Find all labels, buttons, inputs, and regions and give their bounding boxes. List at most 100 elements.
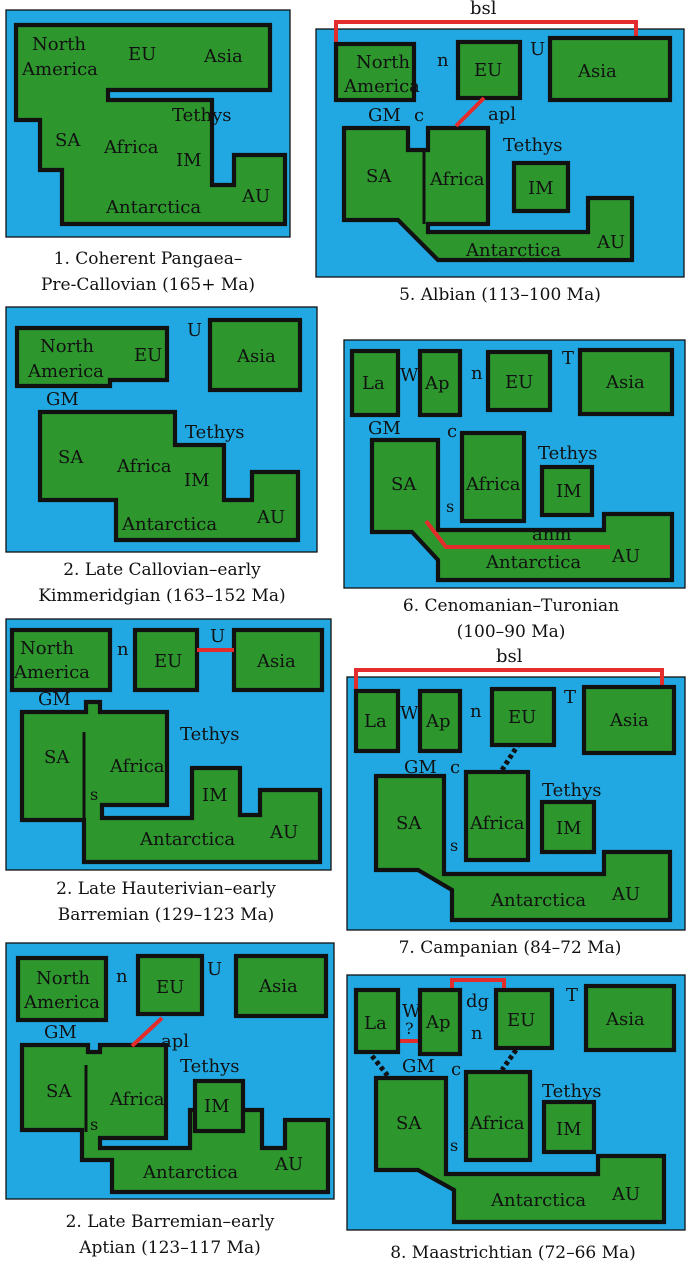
label-africa: Africa	[469, 1113, 525, 1134]
caption-line1: 6. Cenomanian–Turonian	[403, 596, 619, 616]
label-u: U	[187, 320, 202, 341]
label-africa: Africa	[469, 813, 525, 834]
im-landmass	[539, 464, 595, 518]
label-n: n	[470, 701, 482, 722]
label-eu: EU	[134, 345, 162, 366]
label-s: s	[90, 1115, 98, 1134]
caption-line2: Kimmeridgian (163–152 Ma)	[38, 586, 285, 606]
caption-line1: 1. Coherent Pangaea–	[54, 249, 243, 269]
eu-landmass	[485, 349, 553, 413]
label-n: n	[471, 363, 483, 384]
caption-line2: (100–90 Ma)	[457, 622, 566, 642]
caption-line2: Pre-Callovian (165+ Ma)	[41, 275, 255, 295]
label-america: America	[27, 361, 104, 382]
label-antarctica: Antarctica	[142, 1162, 238, 1183]
label-asia: Asia	[577, 61, 617, 82]
label-question-mark: ?	[405, 1019, 414, 1038]
label-north: North	[32, 34, 86, 55]
south-america-antarctica-landmass	[373, 773, 673, 923]
dg-connection-bracket	[450, 978, 506, 988]
im-landmass	[192, 1078, 246, 1134]
label-asia: Asia	[256, 651, 296, 672]
label-north: North	[20, 638, 74, 659]
label-w: W	[400, 365, 419, 386]
label-t: T	[562, 348, 574, 369]
label-gm: GM	[368, 418, 401, 439]
label-s: s	[90, 785, 98, 804]
label-u: U	[207, 959, 222, 980]
label-eu: EU	[507, 1010, 535, 1031]
asia-landmass	[577, 347, 675, 417]
label-africa: Africa	[109, 756, 165, 777]
north-america-eu-landmass	[14, 325, 170, 389]
label-s: s	[450, 836, 458, 855]
label-bsl: bsl	[496, 646, 523, 667]
ap-landmass	[417, 348, 463, 418]
label-eu: EU	[505, 372, 533, 393]
label-asia: Asia	[258, 976, 298, 997]
label-au: AU	[274, 1154, 303, 1175]
ap-landmass	[417, 987, 463, 1057]
eu-landmass	[493, 987, 555, 1051]
label-tethys: Tethys	[185, 422, 245, 443]
label-im: IM	[528, 178, 554, 199]
label-n: n	[471, 1023, 483, 1044]
caption-line1: 2. Late Callovian–early	[63, 560, 261, 580]
caption-line2: Aptian (123–117 Ma)	[78, 1238, 261, 1258]
north-america-landmass	[9, 627, 113, 693]
label-antarctica: Antarctica	[121, 514, 217, 535]
label-t: T	[566, 985, 578, 1006]
label-gm: GM	[368, 105, 401, 126]
gondwana-landmass	[37, 409, 301, 543]
label-s: s	[446, 497, 454, 516]
label-n: n	[437, 50, 449, 71]
panel-8-maastrichtian: La W ? Ap dg n EU T Asia GM c Tethys SA …	[346, 974, 686, 1263]
label-africa: Africa	[116, 456, 172, 477]
label-asia: Asia	[203, 46, 243, 67]
label-africa: Africa	[109, 1089, 165, 1110]
label-im: IM	[556, 818, 582, 839]
label-antarctica: Antarctica	[485, 552, 581, 573]
label-c: c	[447, 421, 457, 442]
label-au: AU	[241, 186, 270, 207]
label-antarctica: Antarctica	[465, 240, 561, 261]
label-gm: GM	[402, 1056, 435, 1077]
label-au: AU	[596, 232, 625, 253]
north-america-landmass	[15, 955, 109, 1023]
label-eu: EU	[156, 977, 184, 998]
label-apl: apl	[488, 104, 516, 125]
ap-landmass	[417, 688, 463, 754]
label-im: IM	[204, 1096, 230, 1117]
label-t: T	[564, 687, 576, 708]
label-im: IM	[184, 470, 210, 491]
label-la: La	[364, 1013, 387, 1034]
label-asia: Asia	[605, 372, 645, 393]
label-la: La	[362, 373, 385, 394]
eu-landmass	[489, 686, 557, 748]
label-tethys: Tethys	[180, 724, 240, 745]
asia-landmass	[581, 684, 677, 756]
label-s: s	[450, 1136, 458, 1155]
label-u: U	[210, 626, 225, 647]
im-landmass	[539, 799, 597, 855]
label-antarctica: Antarctica	[139, 829, 235, 850]
label-ap: Ap	[424, 373, 450, 394]
label-tethys: Tethys	[538, 443, 598, 464]
asia-landmass	[547, 35, 673, 103]
panel-3-late-hauterivian: North America n EU U Asia GM Tethys SA A…	[5, 618, 332, 925]
label-au: AU	[611, 546, 640, 567]
eu-landmass	[132, 627, 200, 693]
label-sa: SA	[55, 130, 81, 151]
label-sa: SA	[391, 474, 417, 495]
label-tethys: Tethys	[172, 105, 232, 126]
la-landmass	[353, 688, 401, 754]
caption: 8. Maastrichtian (72–66 Ma)	[390, 1243, 636, 1263]
im-landmass	[541, 1099, 597, 1155]
label-u: U	[530, 39, 545, 60]
eu-landmass	[135, 953, 205, 1017]
label-asia: Asia	[236, 346, 276, 367]
label-tethys: Tethys	[503, 135, 563, 156]
panel-1-coherent-pangaea: North America EU Asia Tethys SA Africa I…	[5, 9, 291, 295]
label-apl: apl	[161, 1031, 189, 1052]
